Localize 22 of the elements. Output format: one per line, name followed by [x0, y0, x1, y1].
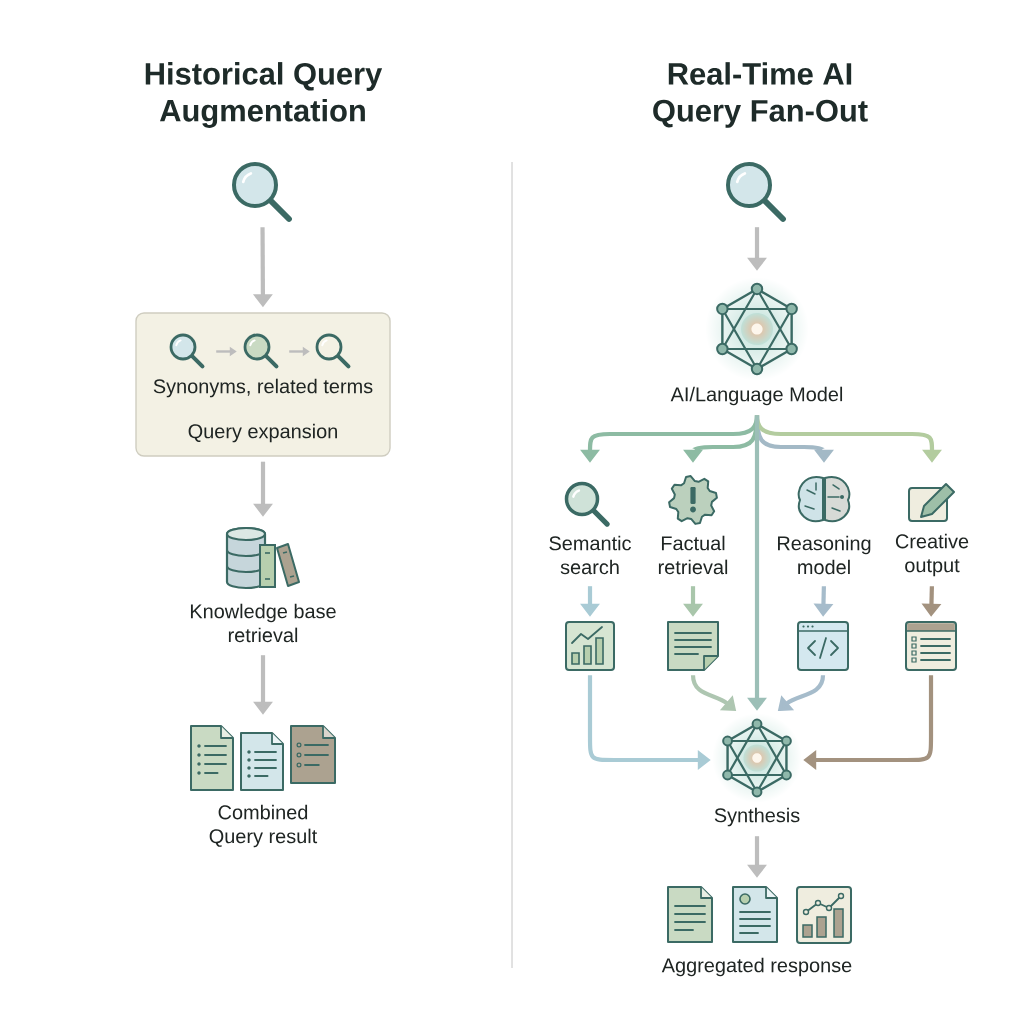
search-icon: [315, 333, 351, 369]
step-label: Aggregated response: [661, 957, 852, 977]
step-label: Knowledge base retrieval: [190, 603, 336, 643]
step-label: Reasoning model: [778, 535, 871, 575]
list-window-icon: [905, 621, 957, 671]
step-label: Synthesis: [714, 807, 800, 827]
search-icon: [169, 333, 205, 369]
search-icon: [243, 333, 279, 369]
document-icon: [667, 621, 719, 671]
step-label: AI/Language Model: [670, 386, 843, 406]
column-heading: Historical Query Augmentation: [145, 62, 383, 128]
step-label: Query expansion: [188, 423, 337, 443]
search-icon: [726, 162, 786, 222]
column-heading: Real-Time AI Query Fan-Out: [653, 62, 868, 128]
code-window-icon: [797, 621, 849, 671]
step-label: Creative output: [895, 533, 969, 577]
description-text: Synonyms, related terms: [153, 378, 373, 398]
search-icon: [232, 162, 292, 222]
chart-icon: [565, 621, 615, 671]
step-label: Combined Query result: [209, 804, 318, 848]
step-label: Factual retrieval: [658, 535, 728, 575]
step-label: Semantic search: [549, 535, 631, 575]
